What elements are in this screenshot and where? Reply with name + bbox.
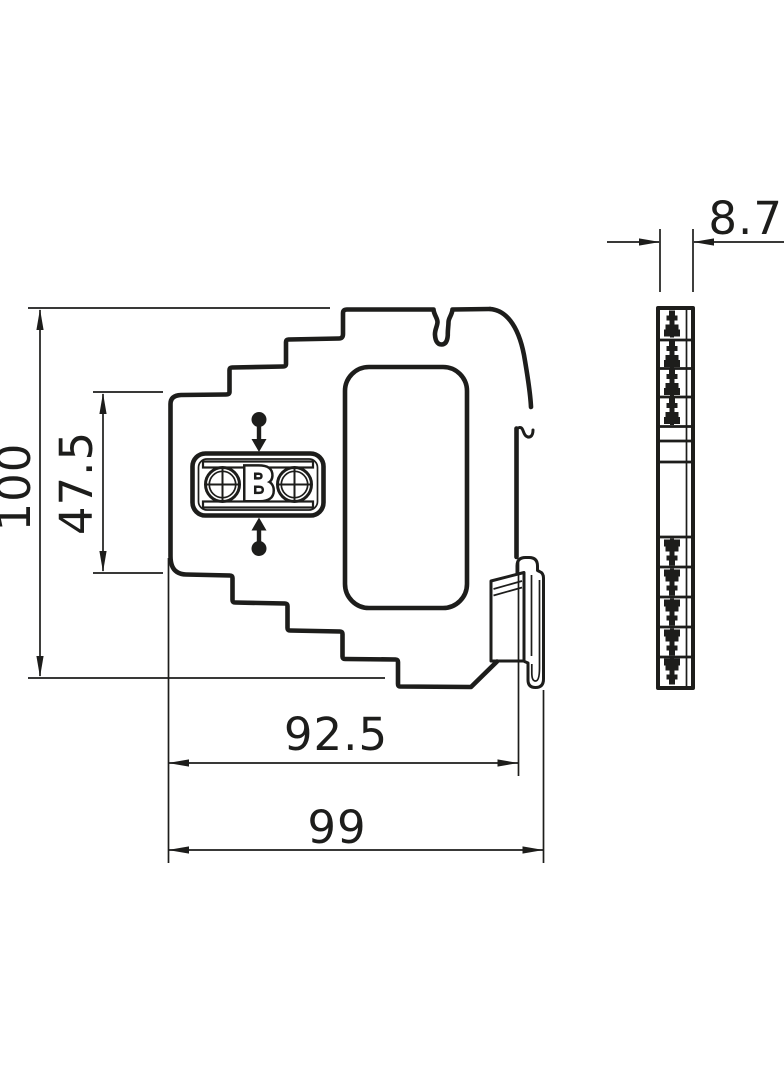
clip-box — [489, 571, 526, 663]
dimensions: 100 47.5 92.5 99 — [0, 192, 784, 863]
screw-icon — [204, 466, 241, 503]
dim-total-height: 100 — [0, 307, 385, 679]
clip-box-detail — [493, 580, 523, 597]
front-view — [656, 306, 695, 690]
bottom-direction-arrow-icon — [251, 517, 267, 556]
dim-module-width: 8.7 — [607, 192, 784, 292]
top-direction-arrow-icon — [251, 412, 267, 452]
logo-top-bar — [201, 460, 315, 469]
label-area — [342, 364, 470, 611]
top-right-curve — [487, 306, 534, 410]
din-clip — [489, 556, 545, 689]
dim-label-module-width: 8.7 — [708, 192, 783, 245]
clip-spring-detail — [530, 575, 541, 682]
logo-letter: B — [241, 458, 275, 511]
dim-label-inner-height: 47.5 — [50, 431, 103, 535]
strip-outline — [656, 306, 695, 690]
screw-icon — [276, 466, 313, 503]
dim-body-width: 92.5 — [167, 558, 520, 863]
lower-terminal-glyphs — [664, 538, 680, 685]
logo-bottom-bar — [201, 500, 315, 509]
logo-inner-frame — [197, 458, 319, 511]
dim-label-total-width: 99 — [307, 801, 366, 854]
strip-dividers — [656, 338, 695, 659]
obo-logo: B — [190, 451, 326, 518]
side-view: B — [168, 306, 545, 690]
device-outline — [168, 306, 500, 690]
dim-total-width: 99 — [168, 690, 545, 863]
dim-label-body-width: 92.5 — [284, 708, 388, 761]
logo-outer-frame — [190, 451, 326, 518]
clip-spring — [515, 556, 545, 689]
rail-hook — [515, 426, 535, 439]
dim-label-total-height: 100 — [0, 443, 41, 532]
dim-inner-height: 47.5 — [50, 391, 163, 574]
